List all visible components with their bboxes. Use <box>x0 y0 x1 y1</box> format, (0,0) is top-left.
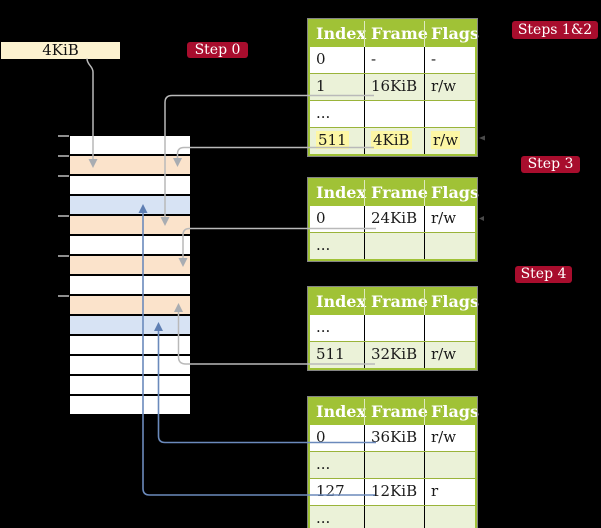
memory-frame <box>70 374 190 394</box>
column-header: Frame <box>364 180 428 206</box>
table-row: 511 32KiB r/w <box>310 341 475 368</box>
address-tick <box>58 215 69 217</box>
page-table-final-level: Index Frame Flags 0 36KiB r/w ... 127 12… <box>307 396 479 528</box>
address-tick <box>58 295 69 297</box>
column-header: Flags <box>424 21 479 47</box>
column-header: Index <box>316 183 367 202</box>
page-table-step-3: Index Frame Flags 0 24KiB r/w ... <box>307 177 479 262</box>
frame-size-text: 4KiB <box>42 41 79 59</box>
column-header: Index <box>316 292 367 311</box>
memory-frame <box>70 294 190 314</box>
column-header: Flags <box>424 399 479 425</box>
frame-size-label: 4KiB <box>1 42 120 59</box>
entry-pointer-stub <box>479 216 484 221</box>
memory-frame <box>70 394 190 414</box>
address-tick <box>58 135 69 137</box>
table-row: 0 36KiB r/w <box>310 425 475 451</box>
memory-frame <box>70 254 190 274</box>
table-row-highlighted: 511 4KiB r/w <box>310 127 475 154</box>
badge-step-3: Step 3 <box>521 156 580 173</box>
memory-frame <box>70 136 190 154</box>
address-tick <box>58 255 69 257</box>
address-tick <box>58 155 69 157</box>
table-row: 127 12KiB r <box>310 478 475 505</box>
memory-frame <box>70 334 190 354</box>
address-tick <box>58 175 69 177</box>
table-row: 1 16KiB r/w <box>310 73 475 100</box>
memory-frame <box>70 354 190 374</box>
column-header: Index <box>316 402 367 421</box>
physical-memory-column <box>70 136 190 414</box>
table-row: ... <box>310 232 475 259</box>
table-row: ... <box>310 315 475 341</box>
table-row: ... <box>310 451 475 478</box>
column-header: Flags <box>424 180 479 206</box>
memory-frame <box>70 194 190 214</box>
entry-pointer-stub <box>479 135 485 141</box>
table-row: 0 - - <box>310 47 475 73</box>
table-row: 0 24KiB r/w <box>310 206 475 232</box>
memory-frame <box>70 154 190 174</box>
column-header: Frame <box>364 21 428 47</box>
table-header-row: Index Frame Flags <box>310 21 479 47</box>
table-header-row: Index Frame Flags <box>310 180 479 206</box>
memory-frame <box>70 274 190 294</box>
memory-frame <box>70 174 190 194</box>
memory-frame <box>70 234 190 254</box>
column-header: Flags <box>424 289 479 315</box>
memory-frame <box>70 314 190 334</box>
page-table-step-4: Index Frame Flags ... 511 32KiB r/w <box>307 286 479 371</box>
memory-frame <box>70 214 190 234</box>
table-header-row: Index Frame Flags <box>310 399 479 425</box>
badge-steps-1-2: Steps 1&2 <box>512 21 598 39</box>
column-header: Frame <box>364 289 428 315</box>
page-table-steps-1-2: Index Frame Flags 0 - - 1 16KiB r/w ... … <box>307 18 479 157</box>
table-header-row: Index Frame Flags <box>310 289 479 315</box>
table-row: ... <box>310 505 475 528</box>
column-header: Frame <box>364 399 428 425</box>
badge-step-0: Step 0 <box>187 42 248 58</box>
badge-step-4: Step 4 <box>515 266 572 283</box>
column-header: Index <box>316 24 367 43</box>
table-row: ... <box>310 100 475 127</box>
